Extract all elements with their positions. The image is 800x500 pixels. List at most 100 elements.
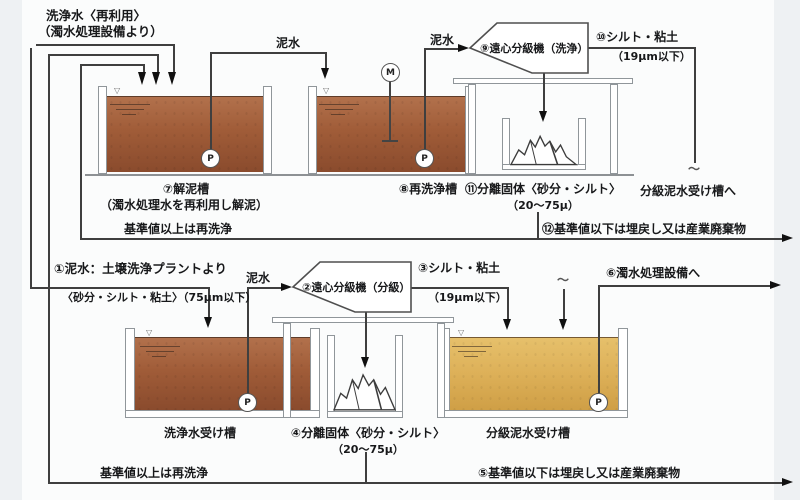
- pipe-mudfeed1-drop: [208, 287, 210, 317]
- washtank-left-wall: [125, 328, 135, 418]
- ripple: [464, 356, 478, 357]
- platform-bottom: [272, 317, 454, 323]
- washtank-right-wall: [310, 328, 320, 418]
- arrow-disposal5: [782, 478, 793, 486]
- solids4-pile-sketch: [333, 373, 397, 411]
- pipe-classtank-pump-riser: [598, 285, 600, 393]
- pipe-tank7-to-tank8: [210, 52, 325, 54]
- pipe-washwater-drop: [173, 44, 175, 72]
- pipe-silt10-drop: [694, 47, 696, 163]
- arrow-silt3-into-classtank: [503, 319, 511, 330]
- washtank-bottom: [125, 410, 320, 418]
- pump-icon: P: [201, 149, 220, 168]
- washwater-feed-label-line2: （濁水処理設備より）: [38, 24, 163, 39]
- mudfeed1-label-line1: ①泥水：土壌洗浄プラントより: [54, 261, 227, 276]
- ripple: [110, 104, 150, 105]
- arrow-disposal12: [782, 234, 793, 242]
- washtank-mud-liquid: [135, 337, 310, 410]
- to-treatment-label: ⑥濁水処理設備へ: [606, 266, 701, 280]
- platform-top-right-leg: [610, 84, 618, 174]
- pipe-solids11-junction: [537, 212, 539, 239]
- pipe-solids4-drop: [365, 312, 367, 357]
- ripple: [331, 114, 345, 115]
- pipe-silt10-out: [588, 47, 694, 49]
- pipe-recycle-top-top: [80, 64, 143, 66]
- pipe-recycle-bottom-top: [48, 54, 157, 56]
- pipe-mudfeed1: [30, 287, 208, 289]
- pipe-tank8-inlet-drop: [325, 52, 327, 68]
- pump-icon: P: [415, 149, 434, 168]
- arrow-into-centrifuge9: [458, 44, 469, 52]
- ripple: [458, 351, 486, 352]
- arrow-into-washtank: [204, 317, 212, 328]
- mud-water-label: 泥水: [276, 36, 301, 50]
- solids4-container-bottom: [327, 411, 403, 418]
- ripple: [140, 346, 180, 347]
- solids11-pile-sketch: [510, 134, 578, 166]
- pump-icon: P: [589, 393, 608, 412]
- tank8-left-wall: [308, 86, 317, 174]
- water-level-icon: ▽: [146, 328, 153, 337]
- tank8-mud-liquid: [317, 96, 465, 172]
- arrow-into-tank7-a: [168, 72, 176, 85]
- pump-icon: P: [238, 393, 257, 412]
- pipe-washtank-pump-riser: [247, 287, 249, 395]
- pipe-recycle-top-drop: [143, 64, 145, 72]
- solids4-label-line2: （20〜75μ）: [332, 443, 404, 456]
- centrifuge2-symbol: [291, 261, 412, 313]
- disposal12-label: ⑫基準値以下は埋戻し又は産業廃棄物: [542, 222, 747, 236]
- washwater-feed-label-line1: 洗浄水〈再利用〉: [46, 8, 147, 23]
- platform-bottom-right-leg: [437, 323, 445, 418]
- classtank-right-wall: [618, 328, 628, 418]
- arrow-into-tank8: [321, 68, 329, 79]
- arrow-into-tank7-c: [138, 72, 146, 85]
- pipe-silt3-out: [410, 287, 507, 289]
- tank7-label: ⑦解泥槽: [162, 182, 210, 196]
- platform-top-left-leg: [468, 84, 476, 174]
- solids11-label-line2: （20〜75μ）: [507, 199, 579, 212]
- to-receiver-tank-label: 分級泥水受け槽へ: [640, 184, 737, 198]
- silt3-label-line2: （19μm以下）: [428, 291, 507, 304]
- pipe-tank7-pump-riser: [210, 52, 212, 152]
- pipe-break-icon: 〜: [686, 162, 702, 176]
- agitator-impeller: [382, 140, 398, 142]
- washtank-label: 洗浄水受け槽: [163, 426, 237, 440]
- arrow-into-solids11: [539, 111, 547, 122]
- mudfeed1-label-line2: 〈砂分・シルト・粘土〉（75μm以下）: [62, 291, 257, 304]
- page-margin-left: [0, 0, 22, 500]
- tank7-mud-liquid: [107, 96, 263, 172]
- mud-water-label: 泥水: [246, 271, 271, 285]
- silt10-label-line1: ⑩シルト・粘土: [596, 30, 679, 44]
- mud-water-label: 泥水: [430, 33, 455, 47]
- water-level-icon: ▽: [114, 86, 121, 95]
- centrifuge9-label: ⑨遠心分級機（洗浄）: [480, 42, 589, 55]
- classtank-label: 分級泥水受け槽: [485, 426, 571, 440]
- arrow-silt10-into-classtank: [559, 319, 567, 330]
- tank7-right-wall: [263, 86, 272, 174]
- solids11-label-line1: ⑪分離固体〈砂分・シルト〉: [464, 182, 622, 196]
- pipe-to-treatment: [598, 285, 770, 287]
- motor-icon: M: [381, 63, 400, 82]
- page-margin-right: [774, 0, 800, 500]
- arrow-into-tank7-b: [152, 72, 160, 85]
- pipe-bottom-decision-line: [48, 482, 782, 484]
- ripple: [152, 356, 166, 357]
- centrifuge2-label: ②遠心分級機（分級）: [302, 281, 411, 294]
- pipe-washtank-to-centrifuge2: [247, 287, 281, 289]
- pipe-silt10-continuation: [563, 289, 565, 319]
- pipe-top-decision-line: [80, 238, 782, 240]
- arrow-to-treatment: [770, 281, 781, 289]
- pipe-solids11-drop: [543, 73, 545, 111]
- arrow-into-centrifuge2: [281, 283, 292, 291]
- pipe-recycle-bottom-drop: [157, 54, 159, 72]
- tank7-note: （濁水処理水を再利用し解泥）: [100, 198, 269, 212]
- pipe-solids4-junction: [365, 452, 367, 483]
- recycle-note-top: 基準値以上は再洗浄: [124, 222, 233, 236]
- pipe-tank8-to-centrifuge9: [424, 48, 458, 50]
- pipe-silt3-drop: [507, 287, 509, 319]
- water-level-icon: ▽: [458, 328, 465, 337]
- pipe-left-margin: [30, 48, 32, 287]
- solids11-container-left: [502, 118, 510, 170]
- ground-line-top: [85, 174, 634, 176]
